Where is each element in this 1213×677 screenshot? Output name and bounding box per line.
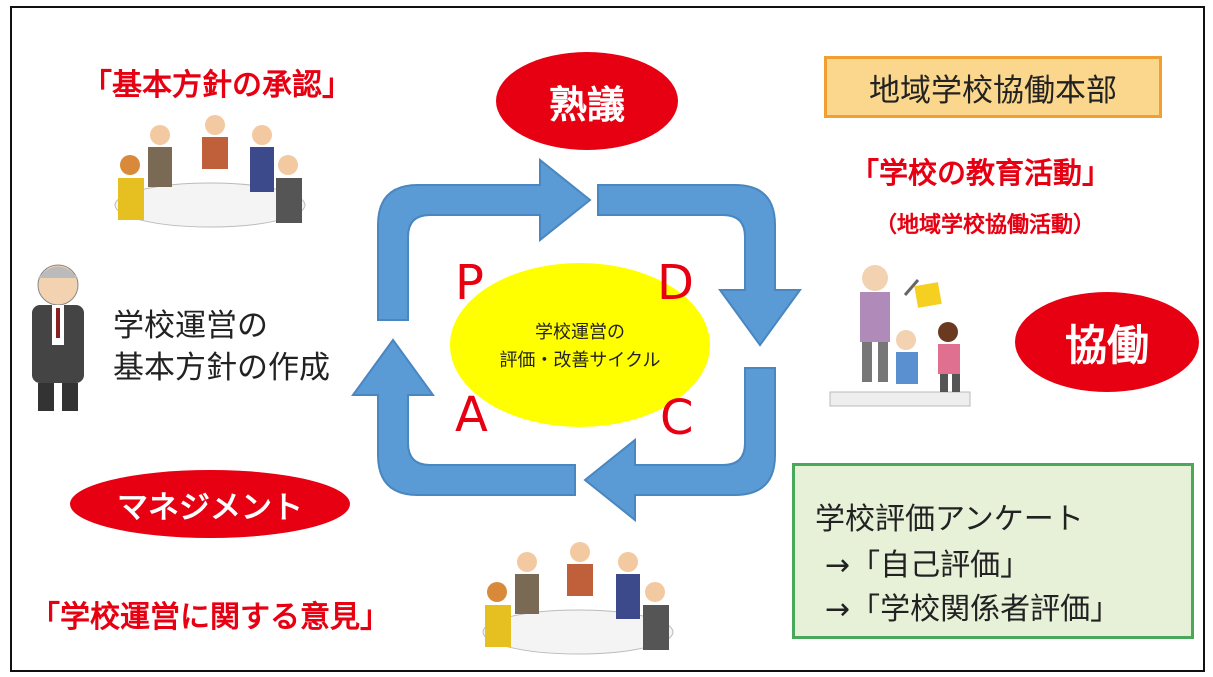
cycle-center-ellipse — [450, 263, 710, 427]
cycle-letter-c: C — [660, 390, 694, 446]
opinion-label: 「学校運営に関する意見」 — [30, 600, 390, 635]
survey-item-self: →「自己評価」 — [825, 548, 1031, 583]
children-icon — [829, 265, 971, 407]
education-sub-label: （地域学校協働活動） — [875, 213, 1096, 238]
management-oval: マネジメント — [70, 470, 350, 538]
survey-title: 学校評価アンケート — [815, 502, 1084, 537]
survey-item-stakeholder: →「学校関係者評価」 — [825, 592, 1121, 627]
deliberation-oval: 熟議 — [496, 52, 678, 150]
meeting-icon — [114, 115, 306, 228]
arrow-p-to-d — [597, 184, 802, 347]
survey-box: 学校評価アンケート →「自己評価」 →「学校関係者評価」 — [792, 463, 1194, 639]
cycle-letter-a: A — [455, 387, 488, 443]
cycle-center-line1: 学校運営の — [535, 322, 625, 343]
arrow-c-to-a — [351, 338, 576, 496]
policy-line2: 基本方針の作成 — [113, 350, 330, 386]
education-label: 「学校の教育活動」 — [850, 156, 1112, 190]
approval-label: 「基本方針の承認」 — [82, 68, 352, 103]
meeting-icon — [482, 542, 674, 655]
principal-icon — [32, 264, 84, 411]
arrow-a-to-p — [377, 157, 592, 321]
hq-box: 地域学校協働本部 — [824, 56, 1162, 118]
cycle-center-line2: 評価・改善サイクル — [499, 350, 661, 371]
arrow-d-to-c — [583, 367, 776, 523]
collaboration-oval: 協働 — [1015, 292, 1199, 392]
policy-line1: 学校運営の — [113, 308, 268, 344]
cycle-letter-p: P — [455, 255, 484, 311]
diagram-frame — [10, 6, 1205, 672]
cycle-letter-d: D — [657, 255, 694, 311]
